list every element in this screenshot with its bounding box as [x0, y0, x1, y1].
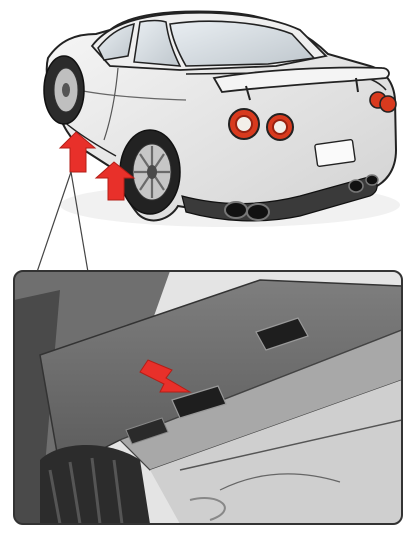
rear-wheel — [120, 130, 180, 214]
detail-leader-lines — [37, 172, 88, 272]
car-illustration — [44, 12, 400, 227]
detail-tire — [40, 445, 150, 524]
front-wheel — [44, 56, 84, 124]
license-plate — [315, 139, 356, 166]
underbody-detail-view — [14, 271, 402, 524]
